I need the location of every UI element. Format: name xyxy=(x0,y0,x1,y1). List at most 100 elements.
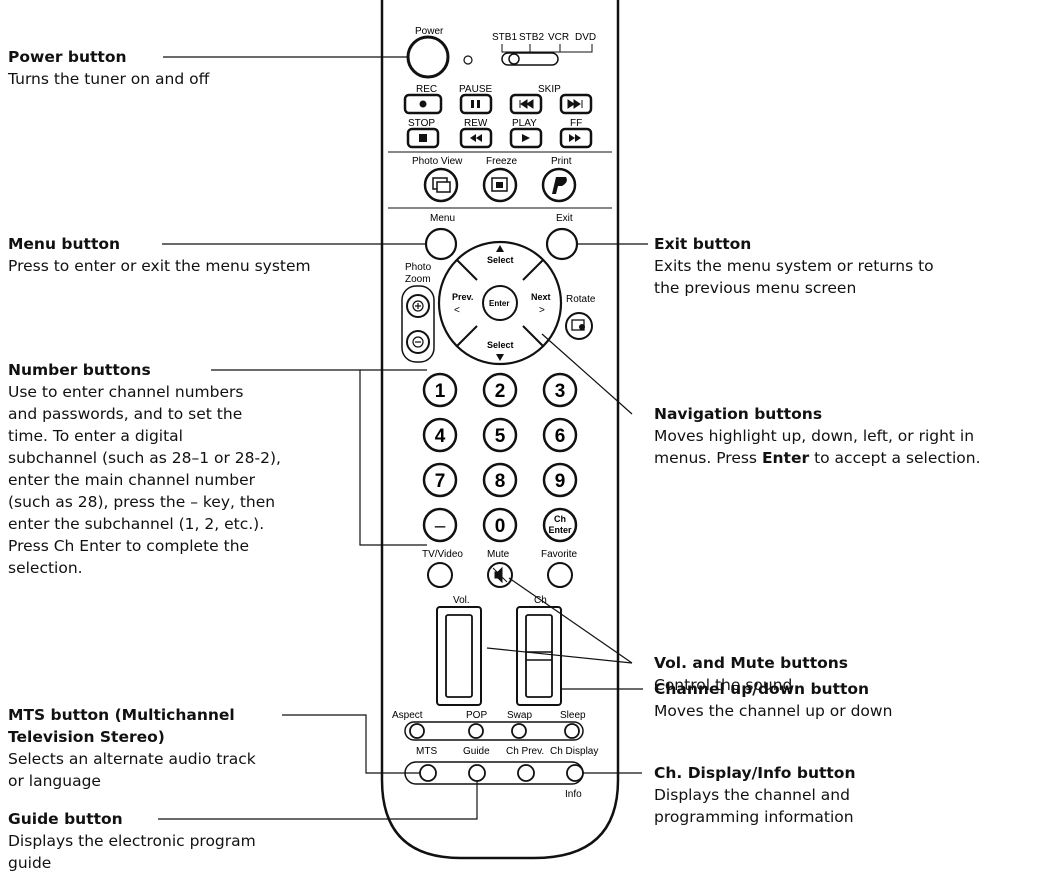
freeze-label: Freeze xyxy=(486,156,518,167)
pause-button[interactable] xyxy=(459,93,493,115)
aspect-button[interactable] xyxy=(409,723,425,739)
dash-button[interactable] xyxy=(422,507,458,543)
ch-enter-button[interactable] xyxy=(542,507,578,543)
source-switch[interactable]: STB1 STB2 VCR DVD xyxy=(492,32,596,66)
source-label-stb2: STB2 xyxy=(519,32,544,43)
ch-enter-label-2: Enter xyxy=(548,525,572,535)
digit-5-button[interactable] xyxy=(482,417,518,453)
menu-button[interactable] xyxy=(424,227,458,261)
source-label-dvd: DVD xyxy=(575,32,596,43)
navigation-callout: Navigation buttons Moves highlight up, d… xyxy=(654,403,981,469)
navigation-callout-title: Navigation buttons xyxy=(654,405,823,423)
source-label-stb1: STB1 xyxy=(492,32,517,43)
favorite-button[interactable] xyxy=(547,562,573,588)
zoom-out-icon xyxy=(412,336,424,348)
select-down-button[interactable]: Select xyxy=(487,340,514,350)
sleep-button[interactable] xyxy=(564,723,580,739)
vol-mute-callout: Vol. and Mute buttons Control the sound xyxy=(654,652,848,696)
pop-button[interactable] xyxy=(468,723,484,739)
exit-button[interactable] xyxy=(545,227,579,261)
guide-button[interactable] xyxy=(468,764,486,782)
photo-view-label: Photo View xyxy=(412,156,463,167)
digit-2-label: 2 xyxy=(495,381,506,402)
guide-callout-desc-2: guide xyxy=(8,854,52,872)
exit-label: Exit xyxy=(556,213,573,224)
mute-label: Mute xyxy=(487,549,510,560)
number-callout-title: Number buttons xyxy=(8,361,151,379)
digit-6-button[interactable] xyxy=(542,417,578,453)
rotate-label: Rotate xyxy=(566,294,596,305)
print-label: Print xyxy=(551,156,572,167)
rew-label: REW xyxy=(464,118,488,129)
number-callout-line-3: time. To enter a digital xyxy=(8,427,183,445)
prev-button[interactable]: Prev. xyxy=(452,292,473,302)
navigation-callout-enter: Enter xyxy=(761,449,810,467)
play-icon xyxy=(522,134,530,142)
guide-label: Guide xyxy=(463,746,490,757)
print-icon xyxy=(552,177,567,194)
rewind-icon xyxy=(470,134,482,142)
sleep-label: Sleep xyxy=(560,710,586,721)
pop-label: POP xyxy=(466,710,487,721)
next-button[interactable]: Next xyxy=(531,292,551,302)
zoom-in-icon xyxy=(412,300,424,312)
menu-label: Menu xyxy=(430,213,455,224)
digit-2-button[interactable] xyxy=(482,372,518,408)
source-label-vcr: VCR xyxy=(548,32,569,43)
tv-video-label: TV/Video xyxy=(422,549,463,560)
skip-label: SKIP xyxy=(538,84,561,95)
digit-0-button[interactable] xyxy=(482,507,518,543)
power-label: Power xyxy=(415,26,444,37)
number-callout-line-7: enter the subchannel (1, 2, etc.). xyxy=(8,515,265,533)
photo-zoom-label-1: Photo xyxy=(405,262,432,273)
digit-7-label: 7 xyxy=(435,471,446,492)
pause-icon xyxy=(471,100,474,108)
digit-4-label: 4 xyxy=(435,426,446,447)
up-arrow-icon xyxy=(496,245,504,252)
digit-1-label: 1 xyxy=(435,381,446,402)
skip-forward-icon xyxy=(567,99,583,109)
mts-callout-desc-2: or language xyxy=(8,772,101,790)
digit-1-button[interactable] xyxy=(422,372,458,408)
select-up-button[interactable]: Select xyxy=(487,255,514,265)
skip-back-icon xyxy=(519,99,534,109)
mts-button[interactable] xyxy=(419,764,437,782)
tv-video-button[interactable] xyxy=(427,562,453,588)
number-callout-line-6: (such as 28), press the – key, then xyxy=(8,493,276,511)
mts-callout-desc-1: Selects an alternate audio track xyxy=(8,750,256,768)
digit-9-button[interactable] xyxy=(542,462,578,498)
ch-prev-button[interactable] xyxy=(517,764,535,782)
aspect-row-panel xyxy=(404,721,584,741)
ch-label: Ch xyxy=(534,595,547,606)
channel-callout-title: Channel up/down button xyxy=(654,680,870,698)
rec-label: REC xyxy=(416,84,437,95)
stop-icon xyxy=(419,134,427,142)
digit-4-button[interactable] xyxy=(422,417,458,453)
vol-label: Vol. xyxy=(453,595,470,606)
power-callout-title: Power button xyxy=(8,48,127,66)
power-button[interactable] xyxy=(406,35,450,79)
digit-3-label: 3 xyxy=(555,381,566,402)
digit-8-label: 8 xyxy=(495,471,506,492)
swap-button[interactable] xyxy=(511,723,527,739)
favorite-label: Favorite xyxy=(541,549,578,560)
navigation-pad xyxy=(437,240,563,366)
digit-8-button[interactable] xyxy=(482,462,518,498)
digit-7-button[interactable] xyxy=(422,462,458,498)
digit-3-button[interactable] xyxy=(542,372,578,408)
digit-9-label: 9 xyxy=(555,471,566,492)
stop-label: STOP xyxy=(408,118,435,129)
vol-mute-callout-desc: Control the sound xyxy=(654,676,793,694)
enter-button[interactable]: Enter xyxy=(489,299,509,308)
guide-callout: Guide button Displays the electronic pro… xyxy=(8,808,256,874)
mts-callout: MTS button (Multichannel Television Ster… xyxy=(8,704,256,792)
rec-icon xyxy=(419,100,427,108)
down-arrow-icon xyxy=(496,354,504,361)
ch-display-info-button[interactable] xyxy=(566,764,584,782)
right-arrow-icon: > xyxy=(539,305,545,316)
power-callout: Power button Turns the tuner on and off xyxy=(8,46,209,90)
number-callout-line-9: selection. xyxy=(8,559,83,577)
guide-callout-title: Guide button xyxy=(8,810,123,828)
pause-label: PAUSE xyxy=(459,84,492,95)
number-callout: Number buttons Use to enter channel numb… xyxy=(8,359,281,579)
